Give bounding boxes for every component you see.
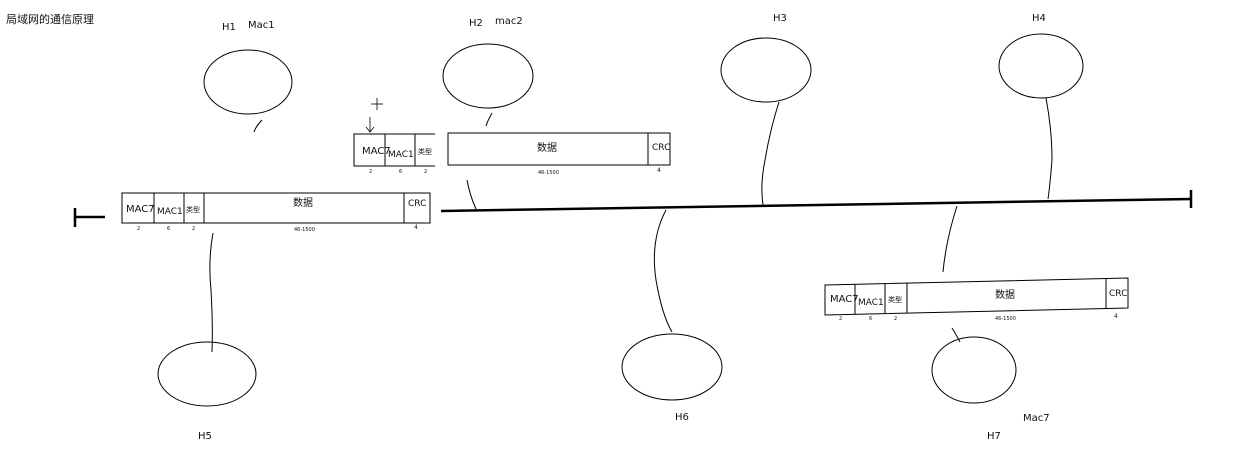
frame-top-size-src: 6 [399,169,402,175]
host-h2-mac: mac2 [495,16,523,27]
frame-right-size-dst: 2 [839,316,842,322]
frame-right-size-data: 46-1500 [995,316,1016,322]
connector-h3 [761,101,780,206]
connector-h2-top [485,112,493,127]
frame-left-dst: MAC7 [126,204,155,215]
frame-left-size-dst: 2 [137,226,140,232]
frame-left-src: MAC1 [157,207,183,217]
host-h5-label: H5 [198,431,212,442]
frame-top: MAC7 MAC1 类型 数据 CRC 2 6 2 46-1500 4 [353,132,671,176]
host-h7-node [931,336,1017,404]
frame-right-size-crc: 4 [1114,313,1118,320]
host-h4-node [998,33,1084,99]
arrow-down-icon [365,117,375,133]
host-h1-node [203,49,293,115]
connector-h7-top [942,205,958,273]
frame-left-crc: CRC [408,199,426,209]
host-h7-label: H7 [987,431,1001,442]
connector-h5 [209,232,214,353]
host-h3-label: H3 [773,13,787,24]
frame-left-type: 类型 [186,205,200,214]
frame-top-size-data: 46-1500 [538,170,559,176]
host-h7-mac: Mac7 [1023,413,1050,424]
diagram-title: 局域网的通信原理 [6,13,94,26]
frame-right-src: MAC1 [858,298,884,308]
frame-right-data: 数据 [995,288,1015,301]
frame-top-size-dst: 2 [369,169,372,175]
frame-top-crc: CRC [652,143,670,153]
frame-left-size-crc: 4 [414,224,418,231]
frame-top-data: 数据 [537,141,557,154]
connectors [209,97,1053,353]
host-h2-label: H2 [469,18,483,29]
frame-right-size-type: 2 [894,316,897,322]
connector-h4 [1045,97,1053,200]
frame-left-size-src: 6 [167,226,170,232]
frame-top-size-crc: 4 [657,167,661,174]
frame-right: MAC7 MAC1 类型 数据 CRC 2 6 2 46-1500 4 [824,277,1129,322]
connector-h7-bottom [951,327,961,343]
frame-left-data: 数据 [293,196,313,209]
host-h6-label: H6 [675,412,689,423]
frame-top-size-type: 2 [424,169,427,175]
connector-h6 [653,209,673,333]
frame-left-size-data: 46-1500 [294,227,315,233]
frame-right-crc: CRC [1109,289,1127,299]
host-h1-mac: Mac1 [248,20,275,31]
host-h4-label: H4 [1032,13,1046,24]
frame-top-src: MAC1 [388,150,414,160]
host-h2-node [442,43,534,109]
frame-right-dst: MAC7 [830,294,859,305]
frame-top-dst: MAC7 [362,146,391,157]
host-h5-node [157,341,257,407]
frame-right-size-src: 6 [869,316,872,322]
connector-h1 [253,119,263,133]
frame-top-type: 类型 [418,147,432,156]
connector-h2-bus [466,179,477,210]
host-h3-node [720,37,812,103]
frame-left: MAC7 MAC1 类型 数据 CRC 2 6 2 46-1500 4 [121,192,431,233]
frame-right-type: 类型 [888,295,902,304]
host-h6-node [621,333,723,401]
sparkle-icon [371,98,383,110]
bus-cable [73,190,1193,227]
host-h1-label: H1 [222,22,236,33]
frame-left-size-type: 2 [192,226,195,232]
